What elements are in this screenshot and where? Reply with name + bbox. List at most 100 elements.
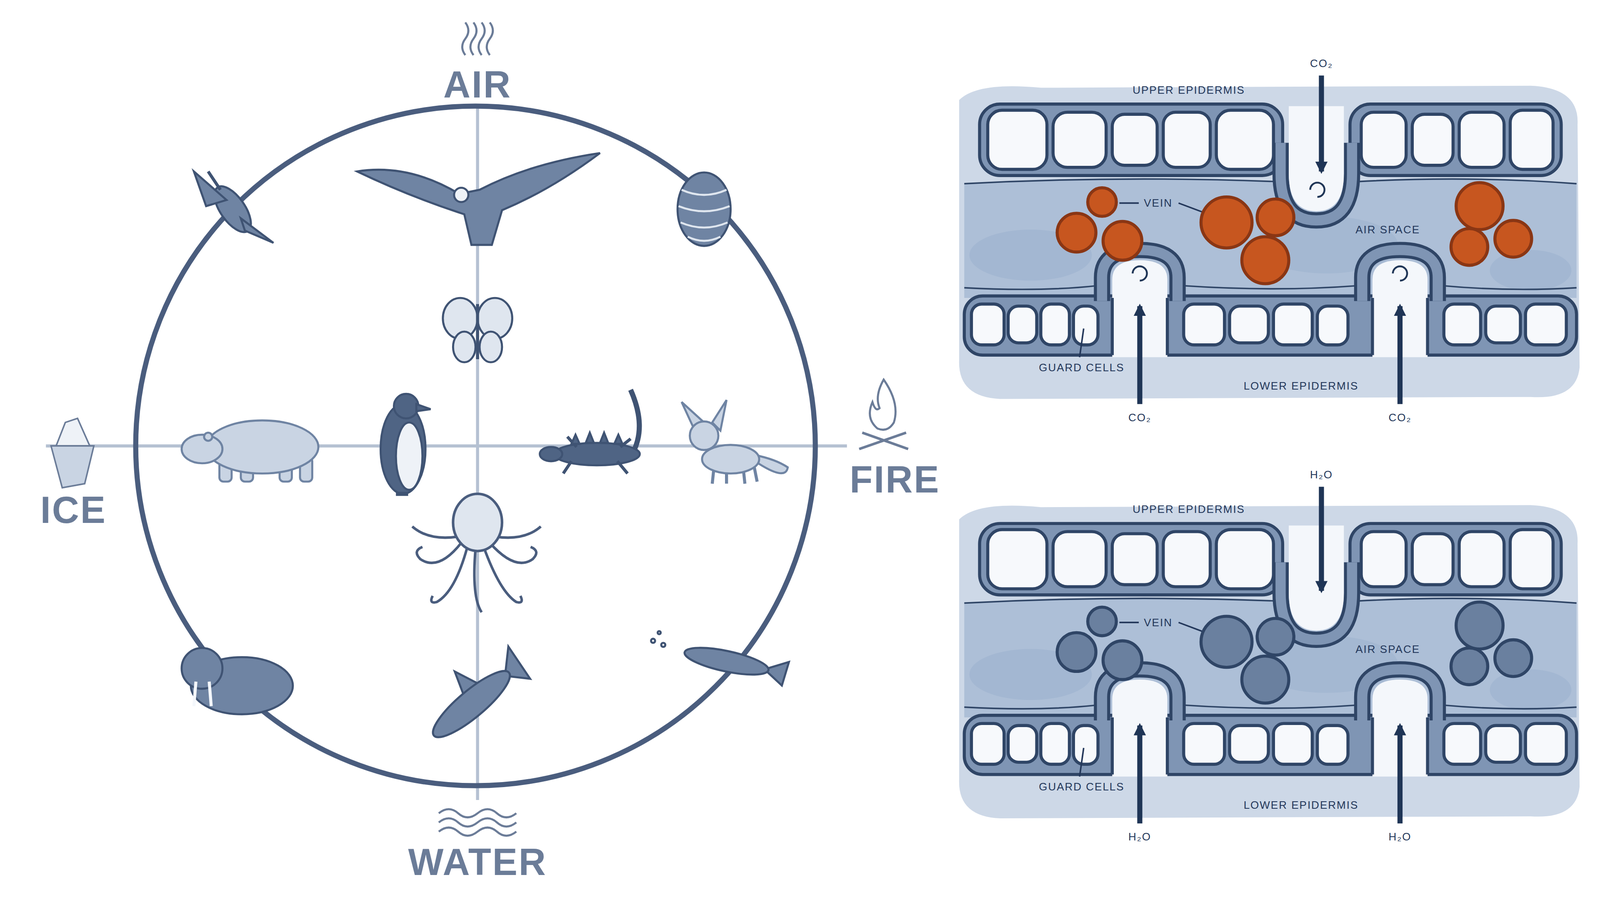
fish-figure-part [661,642,666,648]
part-label: AIR SPACE [1355,643,1420,655]
veins-orange-part [1257,199,1294,236]
iceberg-icon-part [56,418,90,446]
circulation-arrows-part [1392,266,1408,281]
element-label: WATER [407,843,547,881]
gas-label: H₂O [1310,469,1333,480]
smoke-icon-part [486,22,493,55]
campfire-icon [859,379,909,450]
veins-blue-part [1057,632,1096,672]
octopus-figure-part [490,542,537,563]
leaf-section-water-group [959,505,1580,819]
lizard-figure-part [630,390,640,454]
gas-arrows-part [1397,306,1403,405]
kingfisher-figure [193,171,274,243]
smoke-icon [462,22,493,55]
campfire-icon-part [870,379,896,430]
veins-orange-part [1057,213,1096,253]
kingfisher-figure-part [208,171,221,190]
gas-arrows [1140,75,1400,405]
fennec-fox-figure-part [690,421,719,450]
veins-blue-part [1087,607,1117,636]
gas-label: CO₂ [1310,57,1333,69]
gas-arrows-part [1318,75,1324,172]
eagle-figure-part [454,187,469,203]
fish-figure [650,631,789,687]
gas-label: CO₂ [1128,412,1152,423]
gas-label: CO₂ [1388,412,1412,423]
butterfly-figure-part [452,331,476,363]
fish-figure-part-part [682,642,771,681]
lizard-figure-part [540,447,563,462]
part-label: UPPER EPIDERMIS [1132,84,1245,96]
circulation-arrows-part [1310,182,1325,197]
octopus-figure [412,493,541,613]
veins-orange [1057,182,1532,284]
veins-blue-part [1102,640,1142,680]
octopus-figure-part [412,526,458,538]
waves-icon [438,809,517,836]
octopus-figure-part [431,547,468,603]
part-label: UPPER EPIDERMIS [1132,503,1245,515]
penguin-figure [380,393,431,494]
pinecone-figure-part [677,172,731,246]
octopus-figure-part [416,542,462,563]
veins-orange-part [1087,187,1117,217]
leaf-section-h2o [959,505,1580,819]
smoke-icon-part [462,22,469,55]
part-label: GUARD CELLS [1038,781,1125,793]
eagle-figure-part [357,152,600,245]
part-label: VEIN [1143,617,1173,628]
penguin-figure-part [395,491,408,496]
element-label: ICE [40,491,107,529]
circulation-arrows-part [1132,266,1147,281]
waves-icon-part [438,818,517,827]
shark-figure-part [410,634,534,750]
gas-label: H₂O [1128,831,1152,843]
fennec-fox-figure [681,400,788,484]
butterfly-figure-part [475,304,479,360]
water-arrows [1140,486,1400,824]
smoke-icon-part [470,22,477,55]
element-wheel [45,106,847,800]
polar-bear-figure-part [204,432,213,441]
gas-label: H₂O [1388,831,1412,843]
veins-orange-part [1200,197,1252,248]
gas-arrows-part [1137,306,1143,405]
octopus-figure-part [474,549,482,613]
walrus-figure-part [193,681,212,707]
veins-blue-part [1257,618,1294,655]
part-label: LOWER EPIDERMIS [1243,799,1359,811]
veins-blue-part [1241,656,1289,704]
polar-bear-figure [181,420,319,482]
veins-blue [1057,602,1532,703]
element-label: FIRE [849,460,940,499]
veins-blue-part [1450,647,1488,685]
veins-orange-part [1241,236,1289,284]
part-label: VEIN [1143,197,1173,209]
veins-orange-part [1450,228,1488,266]
kingfisher-figure-part [193,171,227,206]
lizard-figure-part [571,432,623,444]
pinecone-figure-part [678,190,730,241]
veins-orange-part [1456,182,1504,230]
part-label: GUARD CELLS [1038,362,1125,373]
walrus-figure [181,647,293,715]
leaf-section-co2 [959,85,1580,400]
eagle-figure [357,152,600,245]
fish-figure-part [657,631,661,635]
fish-figure-part [650,638,655,643]
veins-blue-part [1200,616,1252,668]
waves-icon-part [438,809,517,818]
smoke-icon-part [478,22,485,55]
element-label: AIR [443,65,512,104]
veins-orange-part [1102,221,1142,260]
shark-figure-part-part [425,662,518,746]
water-arrows-part [1397,725,1403,824]
penguin-figure-part [416,404,431,412]
walrus-figure-part [181,647,223,689]
part-label: LOWER EPIDERMIS [1243,380,1359,392]
fish-figure-part [682,640,790,686]
veins-blue-part [1456,602,1504,650]
